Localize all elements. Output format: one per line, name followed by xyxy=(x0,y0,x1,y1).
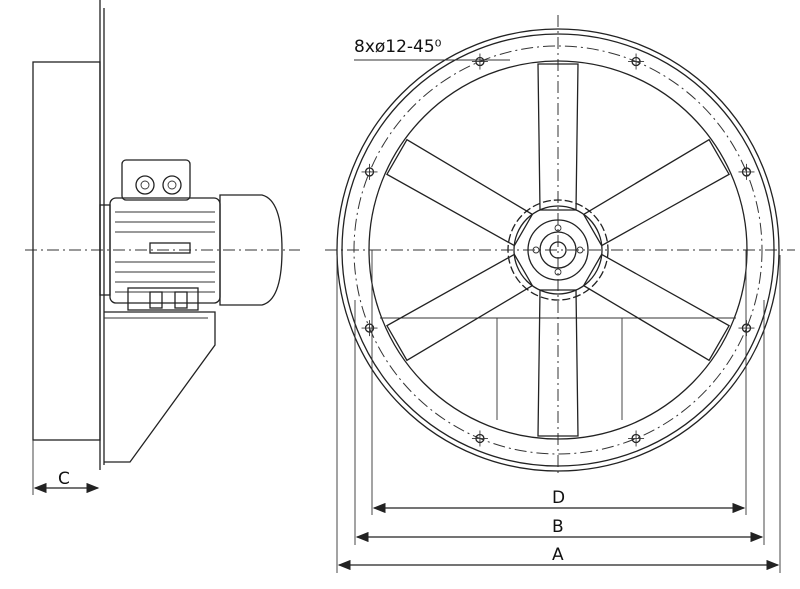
hub xyxy=(507,199,609,301)
bolt-hole xyxy=(361,320,378,337)
fan-blades xyxy=(386,63,730,437)
dimension-d-label: D xyxy=(552,488,565,508)
dimension-b-label: B xyxy=(552,517,564,537)
fan-blade xyxy=(582,253,730,362)
bolt-hole xyxy=(471,53,488,70)
bolt-hole xyxy=(471,430,488,447)
fan-blade xyxy=(582,138,730,247)
bolt-hole xyxy=(628,53,645,70)
fan-blade xyxy=(537,289,579,437)
dimension-c-label: C xyxy=(58,469,70,489)
fan-blade xyxy=(537,63,579,211)
bolt-hole xyxy=(738,163,755,180)
bolt-holes xyxy=(361,53,755,447)
side-view: C xyxy=(25,0,300,495)
motor xyxy=(99,159,283,311)
front-view: 8xø12-45⁰ D B A xyxy=(325,15,795,573)
bolt-hole xyxy=(628,430,645,447)
bolt-hole xyxy=(738,320,755,337)
fan-blade xyxy=(386,253,534,362)
fan-blade xyxy=(386,138,534,247)
bolt-hole xyxy=(361,163,378,180)
hole-note: 8xø12-45⁰ xyxy=(354,37,442,57)
dimension-a-label: A xyxy=(552,545,564,565)
